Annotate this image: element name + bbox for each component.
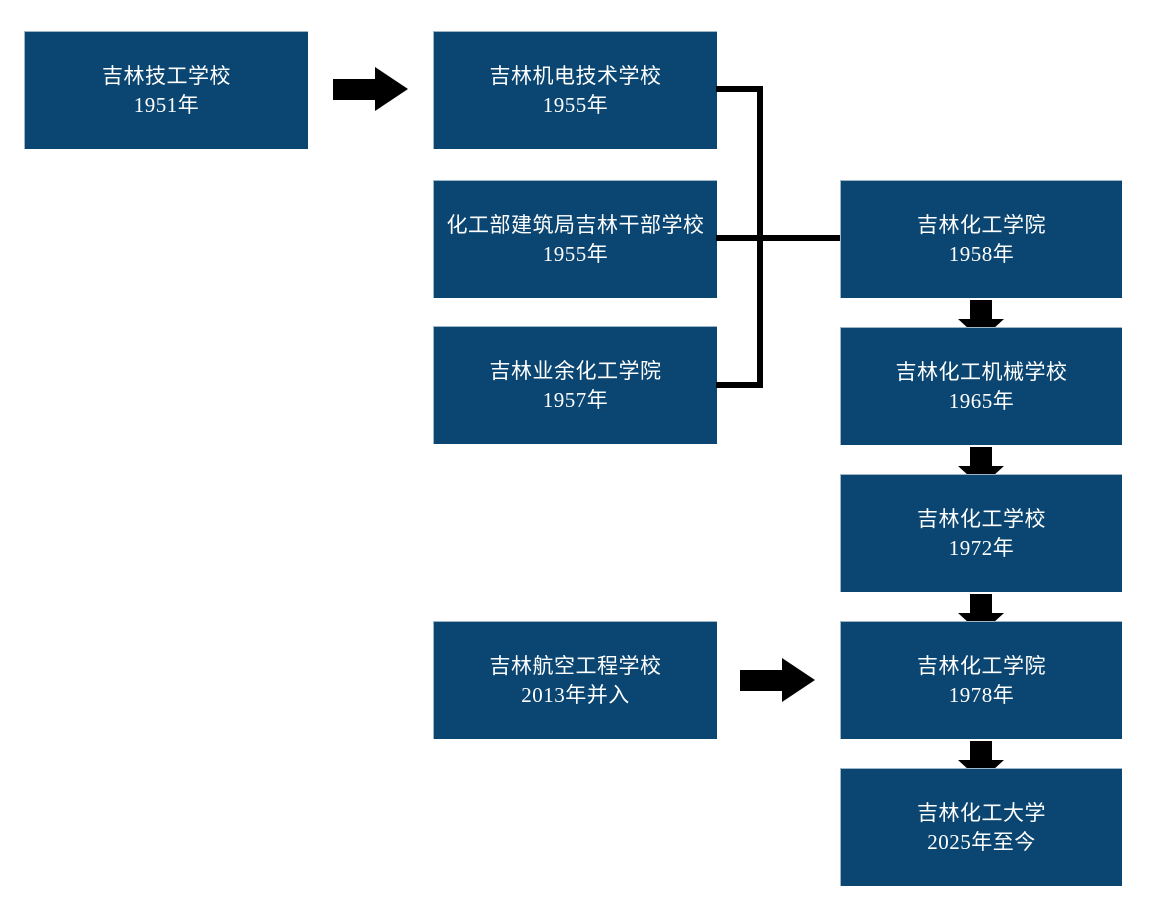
node-branch-middle-1955-name: 化工部建筑局吉林干部学校 (446, 213, 705, 238)
node-origin-1951-year: 1951年 (133, 92, 200, 117)
node-main-1972-year: 1972年 (948, 535, 1015, 560)
connector-branch-top-stub (716, 86, 763, 92)
arrow-head (375, 67, 408, 111)
node-branch-bottom-1957-year: 1957年 (542, 387, 609, 412)
node-main-2025[interactable]: 吉林化工大学 2025年至今 (840, 768, 1122, 886)
node-aviation-2013-year: 2013年并入 (521, 682, 630, 707)
connector-branch-bottom-stub (716, 382, 763, 388)
arrow-shaft (740, 670, 786, 691)
arrow-shaft (970, 594, 992, 616)
node-main-2025-year: 2025年至今 (927, 829, 1036, 854)
node-aviation-2013[interactable]: 吉林航空工程学校 2013年并入 (433, 621, 717, 739)
node-main-1978-name: 吉林化工学院 (917, 654, 1046, 679)
node-branch-bottom-1957[interactable]: 吉林业余化工学院 1957年 (433, 326, 717, 444)
arrow-shaft (333, 79, 379, 100)
node-branch-middle-1955-year: 1955年 (542, 241, 609, 266)
node-main-1965[interactable]: 吉林化工机械学校 1965年 (840, 327, 1122, 445)
node-origin-1951[interactable]: 吉林技工学校 1951年 (24, 31, 308, 149)
node-main-2025-name: 吉林化工大学 (917, 801, 1046, 826)
node-branch-top-1955-year: 1955年 (542, 92, 609, 117)
node-main-1965-name: 吉林化工机械学校 (895, 360, 1068, 385)
node-main-1972[interactable]: 吉林化工学校 1972年 (840, 474, 1122, 592)
node-main-1958-name: 吉林化工学院 (917, 213, 1046, 238)
node-origin-1951-name: 吉林技工学校 (102, 64, 231, 89)
arrow-head (782, 658, 815, 702)
node-main-1978-year: 1978年 (948, 682, 1015, 707)
node-branch-top-1955-name: 吉林机电技术学校 (489, 64, 662, 89)
node-aviation-2013-name: 吉林航空工程学校 (489, 654, 662, 679)
connector-merge-to-1958 (716, 235, 842, 241)
node-main-1958-year: 1958年 (948, 241, 1015, 266)
node-branch-top-1955[interactable]: 吉林机电技术学校 1955年 (433, 31, 717, 149)
node-main-1958[interactable]: 吉林化工学院 1958年 (840, 180, 1122, 298)
arrow-shaft (970, 300, 992, 322)
node-branch-middle-1955[interactable]: 化工部建筑局吉林干部学校 1955年 (433, 180, 717, 298)
node-main-1972-name: 吉林化工学校 (917, 507, 1046, 532)
node-main-1978[interactable]: 吉林化工学院 1978年 (840, 621, 1122, 739)
node-main-1965-year: 1965年 (948, 388, 1015, 413)
node-branch-bottom-1957-name: 吉林业余化工学院 (489, 359, 662, 384)
arrow-shaft (970, 447, 992, 469)
arrow-shaft (970, 741, 992, 763)
